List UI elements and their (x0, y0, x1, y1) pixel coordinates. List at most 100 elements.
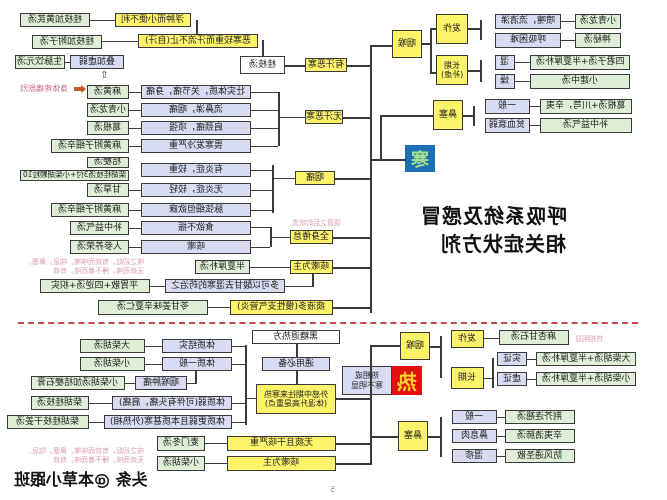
symptom-box[interactable]: 喷嚏，流清涕 (495, 14, 561, 29)
hot-nose-node[interactable]: 鼻塞 (398, 421, 428, 451)
symptom-box[interactable]: 流鼻涕，咽痛 (141, 103, 251, 117)
formula-box[interactable]: 生脉饮元汤 (15, 55, 65, 69)
connector (473, 106, 475, 126)
symptom-box[interactable]: 体质一般 (162, 357, 232, 371)
formula-box[interactable]: 小建中汤 (530, 74, 630, 89)
cold-sweating-node[interactable]: 有汗恶寒 (305, 58, 347, 72)
symptom-box[interactable]: 湿疹 (452, 449, 497, 463)
symptom-box[interactable]: 多可以酸甘去湿寒的药治之 (165, 279, 285, 293)
cold-phlegm-node[interactable]: 痰液多(慢性支气管炎) (230, 300, 333, 315)
formula-box[interactable]: 防风通圣散 (505, 449, 575, 463)
connector (272, 178, 295, 179)
formula-box[interactable]: 柴胡桂枝汤 (31, 396, 89, 410)
connector (480, 60, 482, 82)
connector (145, 364, 162, 365)
formula-box[interactable]: 小青龙汤 (575, 14, 621, 29)
formula-box[interactable]: 苓甘姜味辛夏仁汤 (98, 300, 208, 315)
formula-box[interactable]: 荆芥连翘汤 (505, 410, 575, 424)
symptom-box[interactable]: 叠加虚弱 (70, 55, 124, 69)
connector (430, 28, 438, 30)
connector (285, 286, 314, 287)
formula-box[interactable]: 麻黄附子细辛汤 (51, 139, 129, 153)
formula-box[interactable]: 小柴胡汤 (80, 357, 145, 371)
symptom-box[interactable]: 湿 (495, 55, 515, 70)
formula-box[interactable]: 桔梗汤 (87, 157, 129, 168)
formula-box[interactable]: 麻黄汤 (87, 85, 129, 99)
formula-box[interactable]: 补中益气汤 (70, 221, 129, 235)
symptom-box[interactable]: 畏寒发冷严重 (141, 139, 251, 153)
formula-box[interactable]: 大柴胡汤+半夏厚朴汤 (536, 352, 636, 366)
formula-box[interactable]: 小柴胡汤加桔梗石膏 (31, 376, 125, 390)
symptom-box[interactable]: 体质结实 (162, 339, 232, 353)
formula-box[interactable]: 神秘汤 (575, 33, 621, 48)
formula-box[interactable]: 柴胡桂枝汤3付+小柴胡颗粒10 (20, 170, 129, 181)
formula-box[interactable]: 辛夷清肺汤 (505, 429, 575, 443)
symptom-box[interactable]: 呼吸困难 (495, 33, 561, 48)
cold-throat-pain-node[interactable]: 咽痛 (295, 171, 335, 185)
symptom-box[interactable]: 体质更弱且本质甚寒(外热相) (104, 415, 232, 429)
formula-box[interactable]: 半夏厚朴汤 (195, 260, 250, 274)
sweating-branch-box[interactable]: 恶寒较重而汗流不止(自汗) (138, 34, 258, 48)
symptom-box[interactable]: 食欲不振 (141, 221, 251, 235)
formula-box[interactable]: 柴胡桂枝干姜汤 (7, 415, 89, 429)
hot-required-box[interactable]: 通用必备 (262, 357, 330, 371)
cold-badge: 寒 (405, 145, 435, 172)
cold-throat-node[interactable]: 咽喉 (392, 30, 422, 58)
hot-midstage-node[interactable]: 外感中期往来寒热 (体温升高是重点) (256, 384, 336, 414)
hot-throat-node[interactable]: 咽喉 (400, 332, 430, 360)
formula-box[interactable]: 麻黄附子细辛汤 (51, 203, 129, 217)
cold-nosweat-node[interactable]: 无汗恶寒 (305, 110, 343, 124)
sweating-branch-box[interactable]: 浮肿而小便不利 (115, 13, 191, 27)
formula-box[interactable]: 平胃散+四逆汤+枳实 (40, 279, 150, 293)
symptom-box[interactable]: 实证 (497, 352, 527, 366)
symptom-box[interactable]: 咳嗽 (141, 240, 251, 254)
symptom-box[interactable]: 体质弱(可伴有头痛，肩痛) (112, 396, 232, 410)
connector (561, 40, 575, 41)
cold-throat-longterm-node[interactable]: 长期 (补虚) (436, 55, 468, 85)
formula-box[interactable]: 葛根汤 (87, 121, 129, 135)
diagram-title-line1: 呼吸系统及感冒 (420, 204, 567, 228)
symptom-box[interactable]: 壮实体质，关节痛，身痛 (141, 85, 251, 99)
formula-box[interactable]: 麦门冬汤 (157, 436, 205, 451)
formula-box[interactable]: 人参养荣汤 (70, 240, 129, 254)
formula-box[interactable]: 桂枝加黄芪汤 (20, 13, 90, 27)
formula-box[interactable]: 桂枝加附子汤 (32, 35, 102, 49)
cold-nose-node[interactable]: 鼻塞 (433, 100, 463, 130)
sweating-parent-box[interactable]: 桂枝汤 (240, 56, 285, 74)
formula-box[interactable]: 葛根汤+川芎，辛夷 (540, 99, 632, 114)
symptom-box[interactable]: 肩颈痛，项强 (141, 121, 251, 135)
connector (208, 307, 230, 308)
hot-formula-top[interactable]: 黑糖退热方 (252, 330, 340, 344)
formula-box[interactable]: 补中益气汤 (540, 118, 632, 133)
hot-throat-onset-node[interactable]: 发作 (451, 330, 484, 348)
symptom-box[interactable]: 贫血衰弱 (485, 118, 530, 133)
hot-throat-longterm-node[interactable]: 长期 (451, 367, 484, 389)
symptom-box[interactable]: 燥 (495, 74, 515, 89)
symptom-box[interactable]: 脉弦细但欲寐 (141, 203, 251, 217)
connector (312, 274, 314, 286)
hot-badge-desc: 热相或 寒不明显 (342, 366, 392, 395)
formula-box[interactable]: 麻杏甘石汤 (499, 330, 569, 345)
symptom-box[interactable]: 无炎症，较轻 (141, 183, 251, 197)
symptom-box[interactable]: 咽喉肿痛 (135, 376, 187, 390)
hot-cough-node[interactable]: 咳嗽为主 (227, 456, 336, 471)
formula-box[interactable]: 小柴胡汤 (157, 456, 205, 471)
connector (89, 403, 112, 404)
symptom-box[interactable]: 一般 (452, 410, 497, 424)
formula-box[interactable]: 四君子汤+半夏厚朴汤 (530, 55, 630, 70)
connector (187, 383, 197, 384)
cold-fatigue-node[interactable]: 全身倦怠 (290, 230, 333, 244)
formula-box[interactable]: 小青龙汤 (87, 103, 129, 117)
symptom-box[interactable]: 有炎症，较重 (141, 163, 251, 177)
symptom-box[interactable]: 一般 (485, 99, 530, 114)
cold-throat-onset-node[interactable]: 发作 (436, 14, 468, 44)
symptom-box[interactable]: 鼻息肉 (452, 429, 497, 443)
formula-box[interactable]: 甘草汤 (87, 183, 129, 197)
symptom-box[interactable]: 虚证 (497, 372, 527, 386)
hot-drycough-node[interactable]: 无痰且干咳严重 (227, 436, 336, 451)
formula-box[interactable]: 小柴胡汤+半夏厚朴汤 (536, 372, 636, 386)
cold-cough-node[interactable]: 咳嗽为主 (290, 260, 333, 274)
connector (285, 65, 305, 67)
connector (370, 436, 400, 438)
formula-box[interactable]: 大柴胡汤 (80, 339, 145, 353)
